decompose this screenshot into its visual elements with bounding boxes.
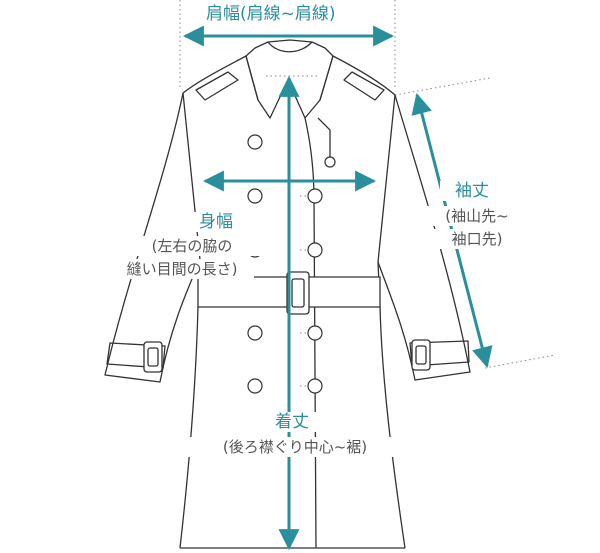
coat-outline: [104, 39, 471, 549]
button: [307, 378, 323, 394]
coat-buttons: [247, 134, 336, 394]
sleeve-length-title: 袖丈: [440, 181, 504, 201]
shoulder-detail: (肩線~肩線): [240, 4, 336, 24]
sleeve-length-detail-1: (袖山先~: [420, 206, 534, 226]
sleeve-length-detail-2: 袖口先): [420, 229, 534, 249]
left-shoulder: [182, 55, 247, 94]
length-title: 着丈: [260, 412, 324, 432]
body-width-detail-2: 縫い目間の長さ): [110, 259, 254, 279]
storm-flap: [317, 117, 331, 165]
button: [307, 188, 323, 204]
shoulder-label: 肩幅(肩線~肩線): [204, 4, 338, 24]
body-width-title: 身幅: [187, 212, 245, 232]
button: [307, 242, 323, 258]
left-cuff-buckle: [143, 341, 163, 373]
length-detail: (後ろ襟ぐり中心~裾): [188, 437, 402, 457]
button: [324, 156, 336, 168]
right-epaulette: [343, 71, 385, 101]
left-sleeve: [104, 92, 201, 383]
button: [247, 378, 263, 394]
body-right-side: [377, 261, 406, 549]
body-left-side: [179, 259, 201, 549]
button: [247, 134, 263, 150]
body-width-detail-1: (左右の脇の: [120, 236, 264, 256]
right-shoulder: [332, 55, 396, 96]
left-epaulette: [195, 71, 239, 101]
right-cuff-buckle: [411, 339, 431, 371]
collar-inner: [267, 41, 313, 53]
shoulder-title: 肩幅: [206, 4, 240, 24]
button: [307, 325, 323, 341]
button: [247, 325, 263, 341]
button: [247, 188, 263, 204]
